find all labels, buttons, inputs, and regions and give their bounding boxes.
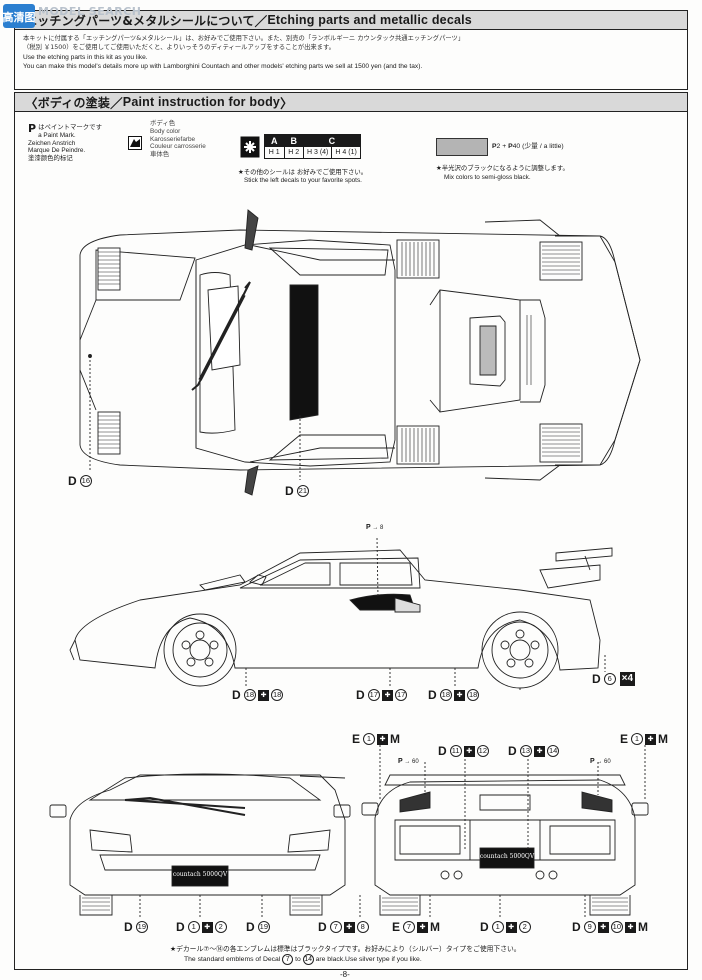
- decal-note-en: Stick the left decals to your favorite s…: [244, 176, 362, 184]
- decal-mark-icon: ✚: [201, 921, 213, 933]
- paint-mark-symbol: P: [28, 122, 37, 135]
- callout-rear-d1: D 1 ✚ 2: [480, 920, 532, 934]
- footnote-jp: ★デカール⑦～⑭の各エンブレムは標準はブラックタイプです。お好みにより（シルバー…: [170, 945, 521, 953]
- watermark-text: MODEL SEARCH: [38, 5, 142, 18]
- decal-mark-icon: ✚: [645, 733, 657, 745]
- decal-note: ★その他のシールは お好みでご使用下さい。 Stick the left dec…: [238, 168, 438, 185]
- decal-mark-icon: ✚: [343, 921, 355, 933]
- paint-section-header: 〈 ボディの塗装 ／ Paint instruction for body 〉: [14, 92, 688, 112]
- svg-text:高清图: 高清图: [3, 10, 36, 24]
- callout-rear-d13: D 13 ✚ 14: [508, 744, 560, 758]
- paint-legend-line: 塗漆颜色的标记: [28, 154, 73, 163]
- callout-front-d19-left: D 19: [124, 920, 149, 934]
- decal-note-jp: ★その他のシールは お好みでご使用下さい。: [238, 168, 368, 176]
- decal-icon: [240, 136, 260, 158]
- decal-mark-icon: ✚: [417, 921, 429, 933]
- callout-rear-e-right: E 1 ✚ M: [620, 732, 669, 746]
- decal-mark-icon: ✚: [258, 689, 270, 701]
- decal-mark-icon: ✚: [534, 745, 546, 757]
- mix-note-jp: ★半光沢のブラックになるように調整します。: [436, 164, 569, 172]
- decal-cell: H 1: [264, 146, 285, 159]
- body-color-line: ボディ色: [150, 119, 176, 127]
- decal-mark-icon: ✚: [463, 745, 475, 757]
- etching-line-2: （税別 ￥1500）をご使用してご使用いただくと、よりいっそうのディティールアッ…: [23, 44, 335, 52]
- callout-rear-d7: D 7 ✚ 8: [318, 920, 370, 934]
- decal-cell: H 3 (4): [302, 146, 333, 159]
- watermark: 高清图 MODEL SEARCH: [2, 2, 162, 32]
- paint-legend-line: Zeichen Anstrich: [28, 139, 76, 147]
- decal-mark-icon: ✚: [597, 921, 609, 933]
- decal-col-a: A: [264, 134, 285, 147]
- decal-mark-icon: ✚: [382, 689, 394, 701]
- callout-side-rear: D 18 ✚ 18: [428, 688, 480, 702]
- etching-title-jp: エッチングパーツ&メタルシールについて: [25, 13, 255, 28]
- paint-mark-legend: P はペイントマークです a Paint Mark. Zeichen Anstr…: [28, 122, 138, 163]
- page-number: -8-: [340, 970, 350, 979]
- mix-formula: P2 + P40 (少量 / a little): [492, 143, 564, 150]
- body-color-line: Karosseriefarbe: [150, 135, 196, 143]
- paint-legend-line: はペイントマークです: [38, 123, 102, 131]
- watermark-logo-icon: 高清图: [3, 4, 36, 28]
- mix-note-en: Mix colors to semi-gloss black.: [444, 174, 531, 181]
- body-color-line: 車体色: [150, 150, 170, 159]
- callout-side-wheel: D 6 ×4: [592, 672, 636, 686]
- footnote: ★デカール⑦～⑭の各エンブレムは標準はブラックタイプです。お好みにより（シルバー…: [170, 944, 690, 965]
- paint-section-body: [14, 112, 688, 970]
- etching-line-1: 本キットに付属する「エッチングパーツ&メタルシール」は、お好みでご使用下さい。ま…: [23, 35, 465, 42]
- footnote-en: The standard emblems of Decal 7 to 14 ar…: [184, 954, 422, 965]
- etching-title-en: Etching parts and metallic decals: [267, 13, 472, 27]
- rear-paint-tag-left: P → 60: [398, 758, 419, 765]
- decal-mark-icon: ✚: [377, 733, 389, 745]
- callout-side-front: D 18 ✚ 18: [232, 688, 284, 702]
- rear-paint-tag-right: P → 60: [590, 758, 611, 765]
- decal-cell: H 2: [283, 146, 304, 159]
- decal-col-c: C: [303, 134, 361, 147]
- callout-front-d19-right: D 19: [246, 920, 271, 934]
- decal-option-table: A B C H 1 H 2 H 3 (4) H 4 (1): [240, 134, 361, 159]
- body-color-icon: [128, 136, 142, 150]
- etching-line-4: You can make this model's details more u…: [23, 63, 423, 71]
- callout-top-center: D 21: [285, 484, 310, 498]
- callout-side-mid: D 17 ✚ 17: [356, 688, 408, 702]
- decal-mark-icon: ✚: [505, 921, 517, 933]
- decal-col-b: B: [283, 134, 304, 147]
- etching-section-header: エッチングパーツ&メタルシールについて ／ Etching parts and …: [14, 10, 688, 30]
- callout-rear-e-left: E 1 ✚ M: [352, 732, 401, 746]
- decal-mark-icon: ✚: [454, 689, 466, 701]
- paint-legend-line: Marque De Peindre.: [28, 147, 86, 155]
- body-color-line: Couleur carrosserie: [150, 143, 206, 151]
- paint-legend-line: a Paint Mark.: [38, 131, 76, 139]
- paint-title-en: Paint instruction for body: [122, 95, 281, 109]
- callout-rear-d11: D 11 ✚ 12: [438, 744, 490, 758]
- paint-title-jp: ボディの塗装: [37, 95, 111, 110]
- etching-section-body: 本キットに付属する「エッチングパーツ&メタルシール」は、お好みでご使用下さい。ま…: [14, 30, 688, 90]
- etching-line-3: Use the etching parts in this kit as you…: [23, 53, 148, 61]
- callout-rear-d9: D 9 ✚ 10 ✚ M: [572, 920, 649, 934]
- decal-mark-icon: ✚: [625, 921, 637, 933]
- semi-gloss-black-swatch: [436, 138, 488, 156]
- callout-front-d1: D 1 ✚ 2: [176, 920, 228, 934]
- side-paint-tag: P → 8: [366, 524, 384, 531]
- callout-rear-e7: E 7 ✚ M: [392, 920, 441, 934]
- body-color-line: Body color: [150, 127, 181, 135]
- decal-cell: H 4 (1): [331, 146, 361, 159]
- callout-top-left: D 16: [68, 474, 93, 488]
